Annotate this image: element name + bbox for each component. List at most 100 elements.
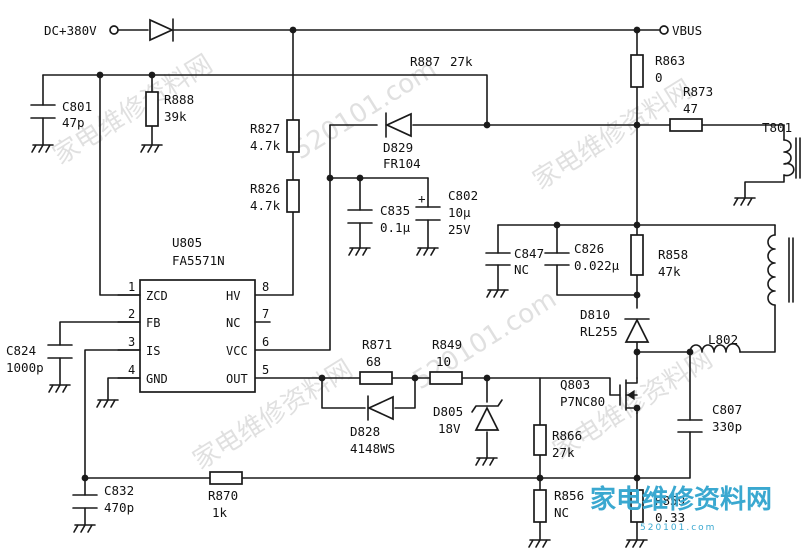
label-d805-ref: D805: [433, 404, 463, 419]
label-c835-value: 0.1μ: [380, 220, 411, 235]
label-r856-ref: R856: [554, 488, 584, 503]
watermark-text: 520101.com: [288, 54, 442, 166]
resistor-r827: [286, 119, 300, 153]
brand-url-text: 520101.com: [640, 523, 716, 533]
label-c847-ref: C847: [514, 246, 544, 261]
ic-pin-name: VCC: [226, 344, 248, 358]
label-c826-ref: C826: [574, 241, 604, 256]
resistor-r856: [533, 489, 547, 523]
label-r873-value: 47: [683, 101, 698, 116]
ground-symbols: [31, 144, 756, 548]
label-d805-value: 18V: [438, 421, 461, 436]
zener-d805: [471, 399, 503, 431]
label-r827-ref: R827: [250, 121, 280, 136]
resistor-r870: [209, 471, 243, 485]
vbus-terminal: [659, 25, 669, 35]
label-r887-value: 27k: [450, 54, 473, 69]
label-r863-value: 0: [655, 70, 663, 85]
vbus-label: VBUS: [672, 23, 702, 38]
label-r849-ref: R849: [432, 337, 462, 352]
ic-pin-number: 2: [128, 307, 135, 321]
capacitor-c801: [30, 104, 56, 119]
resistor-r859: [630, 489, 644, 523]
diode-d810: [624, 318, 650, 343]
label-r870-ref: R870: [208, 488, 238, 503]
label-q803-ref: Q803: [560, 377, 590, 392]
resistor-r888: [145, 91, 159, 127]
capacitor-c807: [677, 419, 703, 433]
label-r849-value: 10: [436, 354, 451, 369]
label-c802-ref: C802: [448, 188, 478, 203]
label-r856-value: NC: [554, 505, 569, 520]
ic-ref: U805: [172, 235, 202, 250]
brand-logo-text: 家电维修资料网: [590, 484, 772, 515]
label-c832-value: 470p: [104, 500, 134, 515]
label-d828-ref: D828: [350, 424, 380, 439]
label-c835-ref: C835: [380, 203, 410, 218]
ic-pin-name: NC: [226, 316, 240, 330]
label-c802-value: 10μ: [448, 205, 471, 220]
capacitor-c847: [485, 252, 511, 266]
mosfet-q803: [619, 377, 638, 414]
label-c801-ref: C801: [62, 99, 92, 114]
ic-pin-number: 5: [262, 363, 269, 377]
dc-input-terminal: [109, 25, 119, 35]
label-c807-ref: C807: [712, 402, 742, 417]
label-l802-ref: L802: [708, 332, 738, 347]
resistor-r849: [429, 371, 463, 385]
label-d810-value: RL255: [580, 324, 618, 339]
label-r866-value: 27k: [552, 445, 575, 460]
label-c824-ref: C824: [6, 343, 36, 358]
ic-pin-number: 3: [128, 335, 135, 349]
label-c824-value: 1000p: [6, 360, 44, 375]
diode-d828: [366, 395, 394, 421]
resistor-r858: [630, 234, 644, 276]
label-c801-value: 47p: [62, 115, 85, 130]
label-r859-value: 0.33: [655, 510, 685, 525]
resistor-r866: [533, 424, 547, 456]
label-d829-value: FR104: [383, 156, 421, 171]
label-t801-ref: T801: [762, 120, 792, 135]
capacitor-c826: [544, 252, 570, 266]
label-d828-value: 4148WS: [350, 441, 395, 456]
ic-pin-name: HV: [226, 289, 240, 303]
ic-pin-name: OUT: [226, 372, 248, 386]
label-r858-ref: R858: [658, 247, 688, 262]
capacitor-c832: [72, 494, 98, 509]
resistor-r871: [359, 371, 393, 385]
ic-pin-number: 4: [128, 363, 135, 377]
ic-pin-name: GND: [146, 372, 168, 386]
label-r827-value: 4.7k: [250, 138, 281, 153]
label-r866-ref: R866: [552, 428, 582, 443]
label-r863-ref: R863: [655, 53, 685, 68]
input-diode: [149, 18, 175, 42]
resistor-r826: [286, 179, 300, 213]
capacitor-c824: [47, 344, 73, 359]
resistor-r863: [630, 54, 644, 88]
dc-input-label: DC+380V: [44, 23, 97, 38]
label-r859-ref: R859: [655, 493, 685, 508]
label-r888-ref: R888: [164, 92, 194, 107]
ic-pin-number: 8: [262, 280, 269, 294]
label-c826-value: 0.022μ: [574, 258, 620, 273]
ic-u805: U805 FA5571N 1 2 3 4 ZCD FB IS GND 8 7 6…: [117, 235, 271, 393]
ic-part: FA5571N: [172, 253, 225, 268]
label-q803-value: P7NC80: [560, 394, 605, 409]
ic-pin-name: IS: [146, 344, 160, 358]
svg-text:+: +: [418, 191, 426, 206]
capacitor-c835: [347, 209, 373, 224]
brand-watermark: 家电维修资料网 520101.com: [590, 484, 772, 533]
ic-pin-name: ZCD: [146, 289, 168, 303]
label-r870-value: 1k: [212, 505, 228, 520]
watermark-text: 家电维修资料网: [528, 74, 698, 196]
label-c832-ref: C832: [104, 483, 134, 498]
diode-d829: [384, 112, 412, 138]
label-r826-value: 4.7k: [250, 198, 281, 213]
capacitor-c802: +: [415, 191, 441, 221]
label-r826-ref: R826: [250, 181, 280, 196]
label-c847-value: NC: [514, 262, 529, 277]
ic-pin-name: FB: [146, 316, 160, 330]
inductor-l802: [689, 343, 741, 353]
label-r888-value: 39k: [164, 109, 187, 124]
